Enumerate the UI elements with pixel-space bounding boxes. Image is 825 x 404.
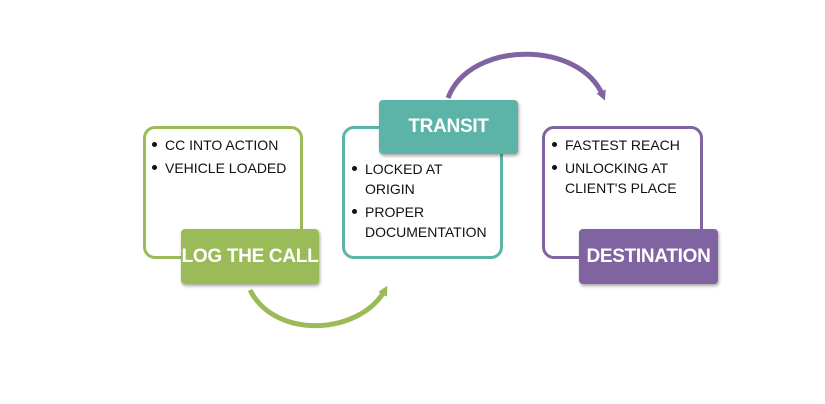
bullet-item: LOCKED AT ORIGIN	[350, 159, 494, 199]
arrow-log-to-transit	[247, 285, 388, 329]
bullet-item: VEHICLE LOADED	[150, 158, 294, 178]
step-label-transit: TRANSIT	[379, 100, 518, 154]
bullet-list: CC INTO ACTION VEHICLE LOADED	[150, 135, 294, 178]
step-label-destination: DESTINATION	[579, 229, 718, 284]
bullet-item: CC INTO ACTION	[150, 135, 294, 155]
step-label-log-the-call: LOG THE CALL	[181, 229, 319, 284]
arrow-transit-to-destination	[445, 51, 606, 101]
bullet-item: FASTEST REACH	[550, 135, 694, 155]
bullet-item: PROPER DOCUMENTATION	[350, 202, 494, 242]
bullet-list: LOCKED AT ORIGIN PROPER DOCUMENTATION	[350, 159, 494, 242]
bullet-list: FASTEST REACH UNLOCKING AT CLIENT'S PLAC…	[550, 135, 694, 198]
bullet-item: UNLOCKING AT CLIENT'S PLACE	[550, 158, 694, 198]
